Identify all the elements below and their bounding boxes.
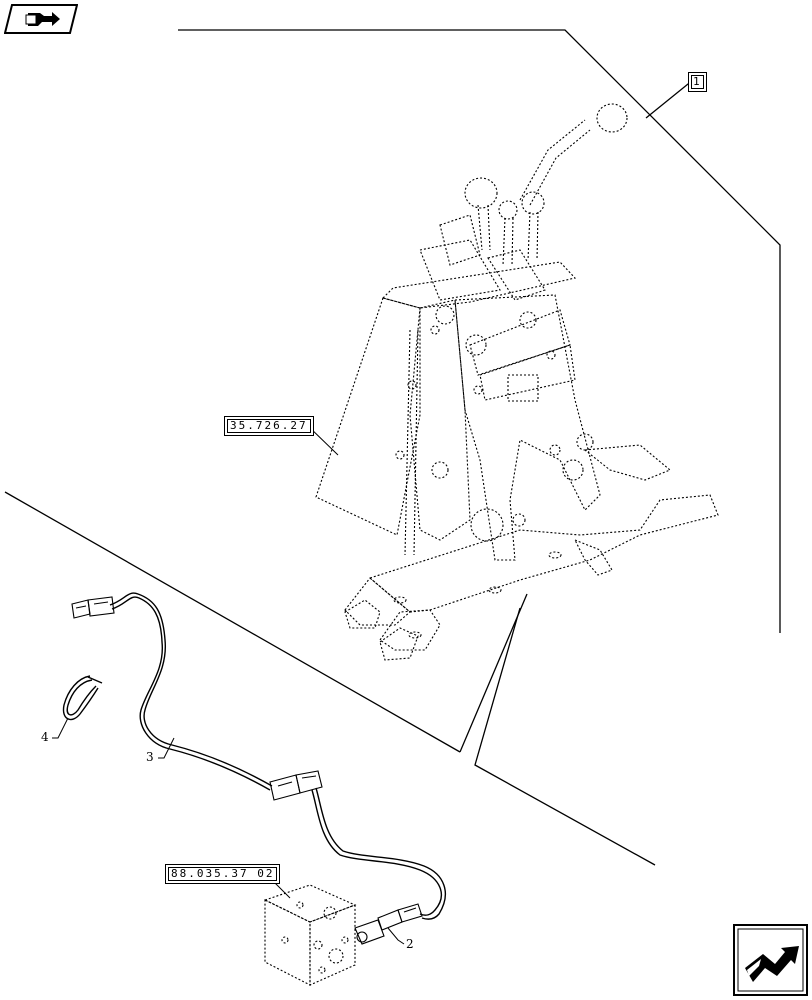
book-page-arrow-icon (3, 4, 79, 34)
valve-block (263, 884, 357, 986)
page-back-icon[interactable] (3, 4, 79, 34)
ref-label-pedestal[interactable]: 35.726.27 (224, 416, 314, 436)
callout-item-clip: 4 (41, 730, 49, 744)
frame-lines (4, 29, 781, 866)
harness-connector-mid (269, 770, 323, 801)
harness-connector-top (71, 596, 115, 619)
cable-clip (62, 675, 103, 721)
valve-connector (354, 903, 423, 945)
next-page-arrow-icon (733, 924, 808, 996)
callout-item-harness: 3 (146, 750, 154, 764)
wiring-harness (109, 592, 447, 920)
ref-label-assembly[interactable]: 1 (688, 72, 707, 92)
callout-item-connector: 2 (406, 937, 414, 951)
control-pedestal (315, 103, 719, 661)
page-forward-icon[interactable] (733, 924, 808, 996)
ref-label-valve[interactable]: 88.035.37 02 (165, 864, 281, 884)
